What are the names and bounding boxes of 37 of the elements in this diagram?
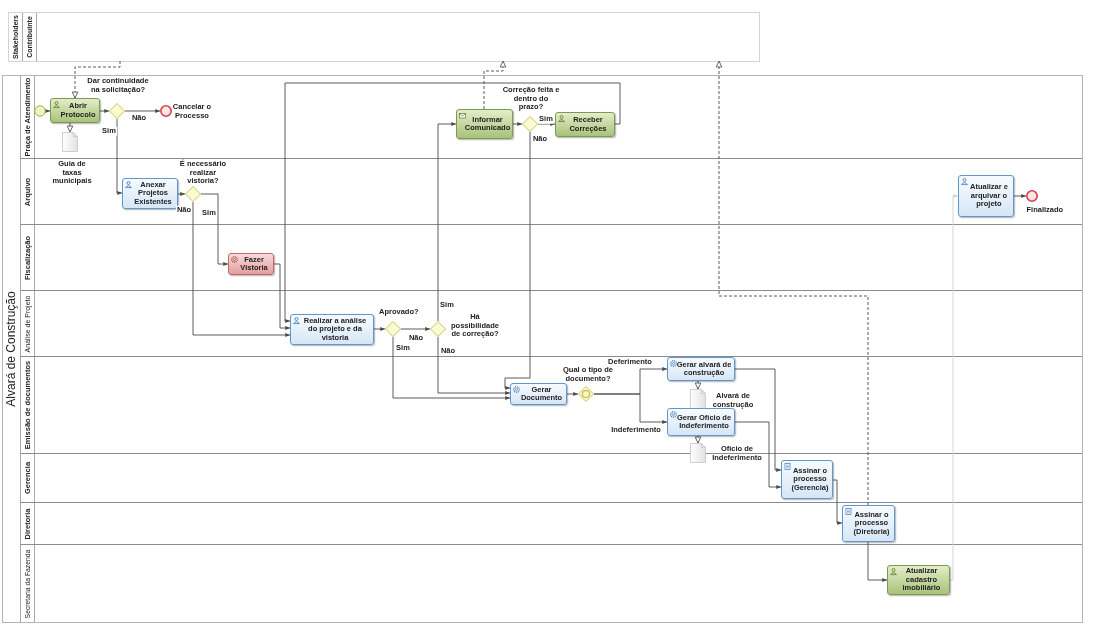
start-event-circle [34,105,46,117]
gateway-diamond [385,321,401,337]
swimlane [20,502,1082,544]
task-box [510,383,567,405]
task-box [50,98,100,123]
document-shape [690,389,706,409]
swimlane [20,453,1082,502]
swimlane [20,356,1082,453]
task-box [781,460,833,499]
gateway-diamond [578,386,594,402]
task-box [456,109,513,139]
end-event-circle [160,105,172,117]
gateway-diamond [185,186,201,202]
task-box [228,253,274,275]
gateway-diamond [109,103,125,119]
task-box [842,505,895,542]
swimlane [20,224,1082,290]
gateway-diamond [522,116,538,132]
document-shape [62,132,78,152]
arrow [45,109,51,113]
gateway-diamond [430,321,446,337]
pool-label: Alvará de Construção [5,291,19,407]
task-box [555,112,615,137]
task-box [290,314,374,345]
task-box [958,175,1014,217]
end-event-circle [1026,190,1038,202]
task-box [887,565,950,595]
arrow [177,192,186,196]
pool [2,75,1083,623]
swimlane [20,290,1082,356]
task-box [667,357,735,381]
task-box [122,178,178,209]
swimlane [20,158,1082,224]
document-shape [690,443,706,463]
swimlane [20,544,1082,622]
dashed-arrow [694,435,702,444]
dashed-arrow [694,380,702,390]
